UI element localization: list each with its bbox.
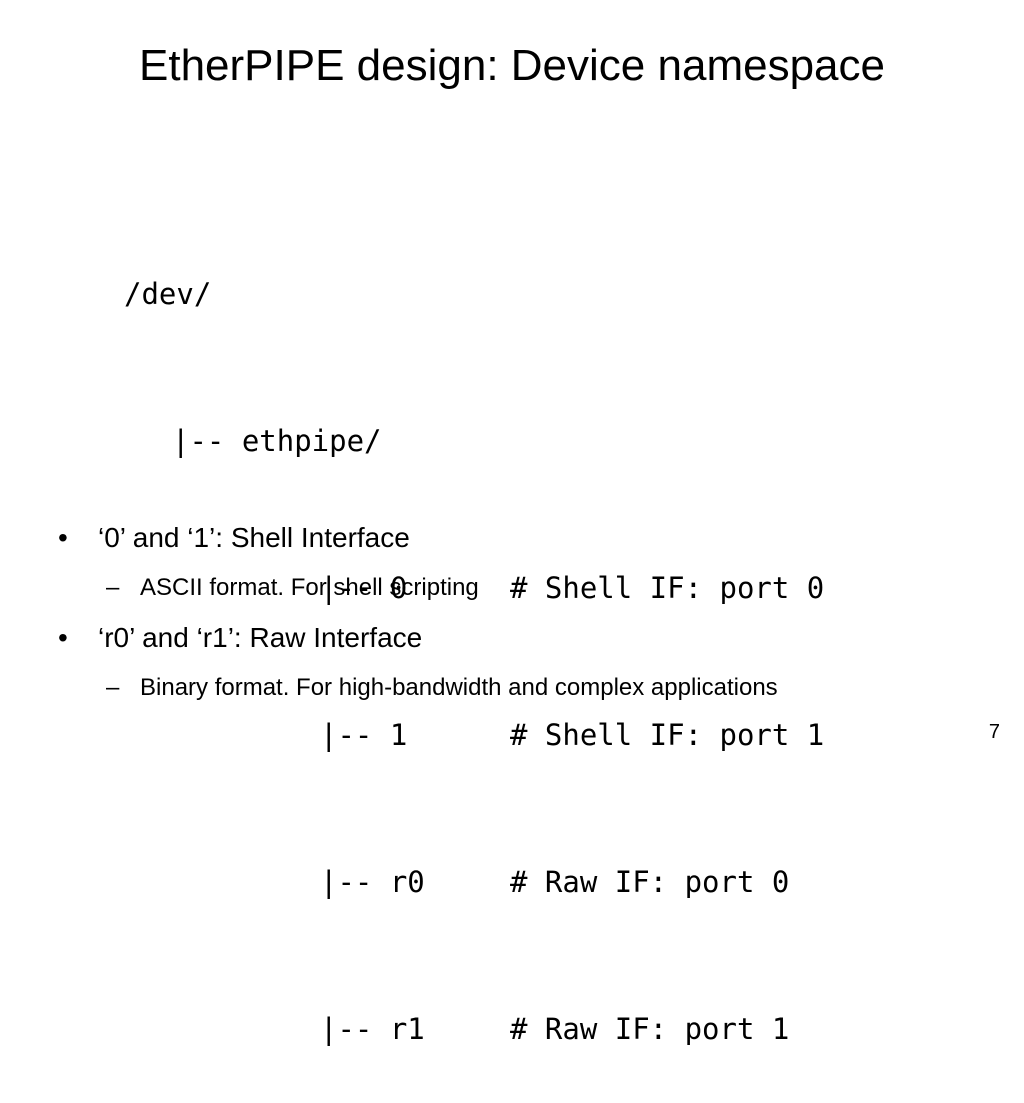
sub-bullet-ascii-format: ASCII format. For shell scripting bbox=[58, 560, 778, 616]
code-line-entry: |-- 1 # Shell IF: port 1 bbox=[124, 711, 824, 760]
device-path: |-- r0 bbox=[320, 865, 425, 899]
bullet-list: ‘0’ and ‘1’: Shell Interface ASCII forma… bbox=[58, 516, 778, 716]
device-comment: # Raw IF: port 1 bbox=[510, 1012, 790, 1046]
bullet-raw-interface: ‘r0’ and ‘r1’: Raw Interface bbox=[58, 616, 778, 660]
code-line-ethpipe-dir: |-- ethpipe/ bbox=[172, 424, 382, 458]
device-comment: # Raw IF: port 0 bbox=[510, 865, 790, 899]
sub-bullet-binary-format: Binary format. For high-bandwidth and co… bbox=[58, 660, 778, 716]
page-number: 7 bbox=[988, 721, 1000, 743]
device-comment: # Shell IF: port 1 bbox=[510, 718, 825, 752]
device-path: |-- 1 bbox=[320, 718, 408, 752]
code-line-entry: |-- r1 # Raw IF: port 1 bbox=[124, 1005, 824, 1054]
code-line-root: /dev/ bbox=[124, 277, 212, 311]
slide-title: EtherPIPE design: Device namespace bbox=[139, 41, 885, 90]
device-path: |-- r1 bbox=[320, 1012, 425, 1046]
bullet-shell-interface: ‘0’ and ‘1’: Shell Interface bbox=[58, 516, 778, 560]
code-line-entry: |-- r0 # Raw IF: port 0 bbox=[124, 858, 824, 907]
